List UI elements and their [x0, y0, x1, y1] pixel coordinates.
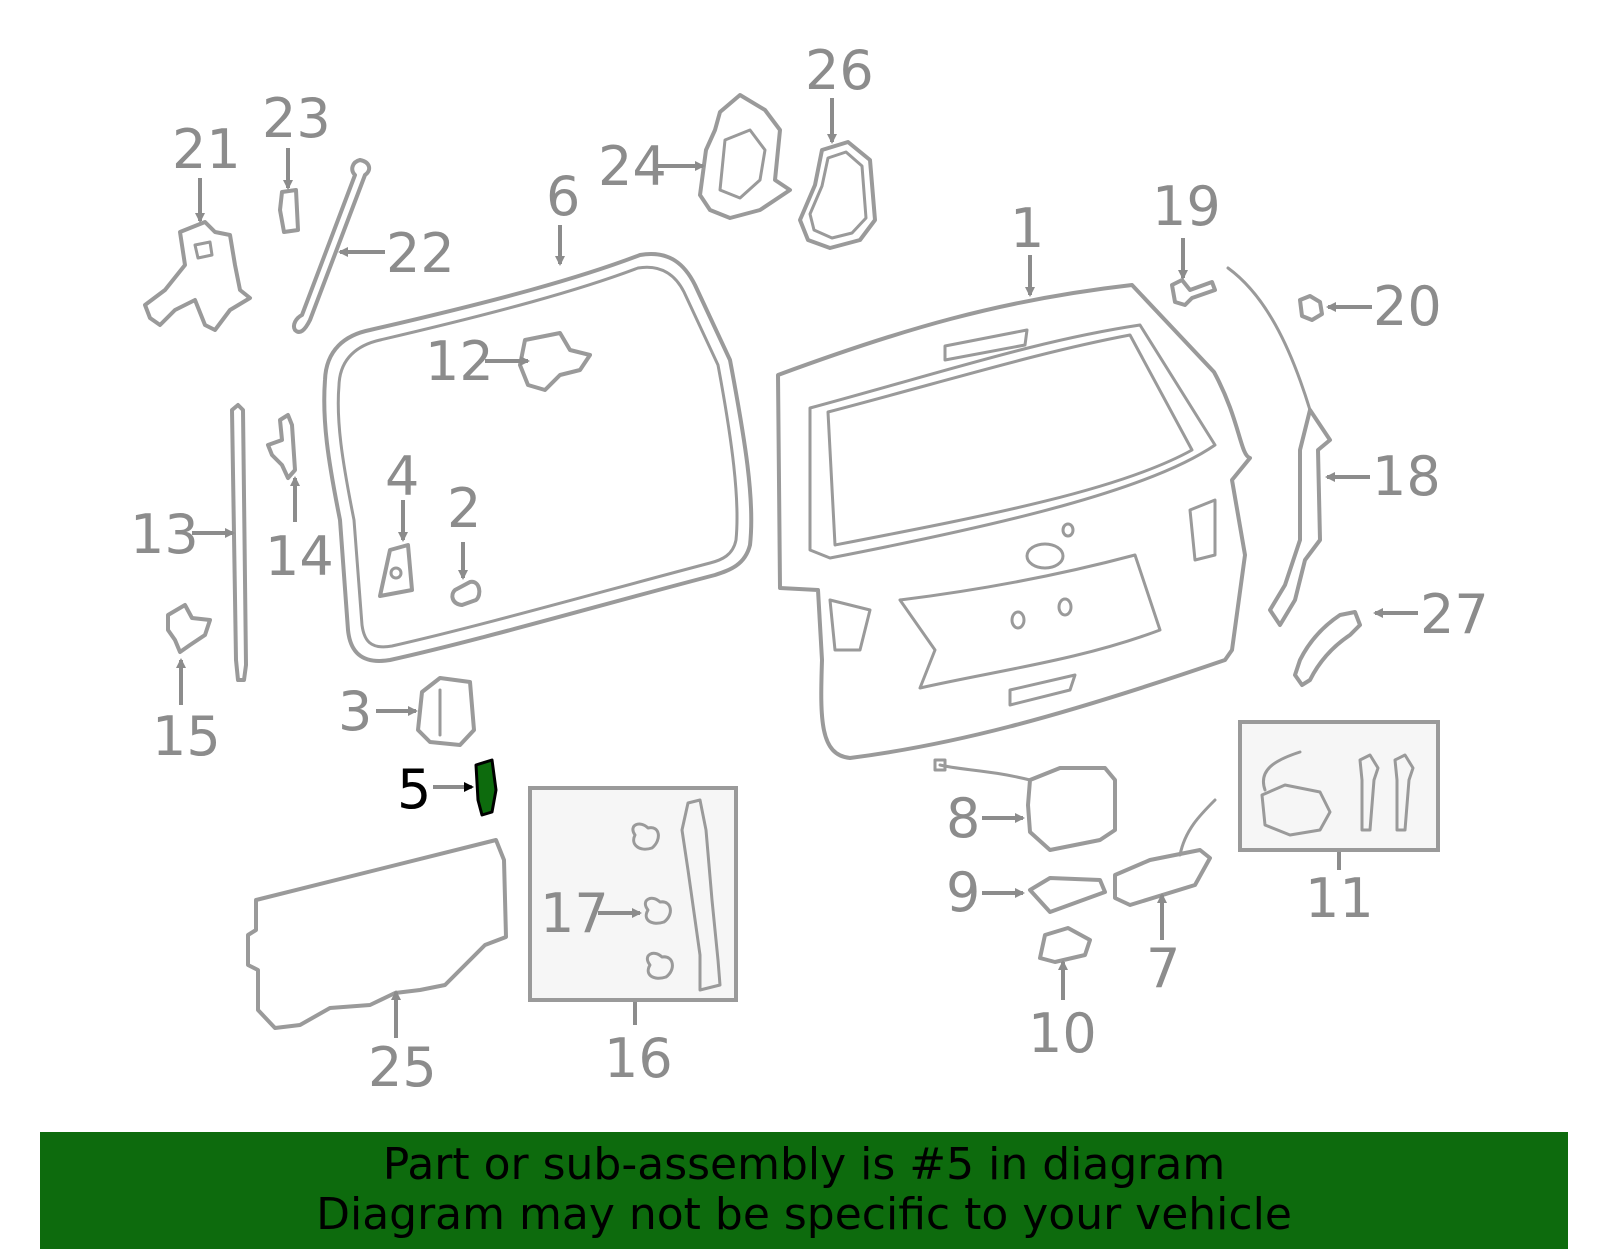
- callout-27: 27: [1420, 583, 1489, 646]
- part-5-highlighted: [474, 758, 498, 817]
- part-12: [518, 331, 592, 392]
- callout-4: 4: [385, 445, 419, 508]
- part-4: [378, 543, 414, 598]
- callout-16: 16: [604, 1027, 673, 1090]
- part-10: [1038, 926, 1092, 964]
- part-2: [450, 579, 482, 607]
- part-1-back-door: [776, 283, 1252, 760]
- callout-1: 1: [1010, 197, 1044, 260]
- callout-10: 10: [1028, 1002, 1097, 1065]
- part-20: [1298, 294, 1324, 322]
- part-27: [1293, 610, 1362, 687]
- callout-23: 23: [262, 87, 331, 150]
- callout-11: 11: [1305, 867, 1374, 930]
- callout-12: 12: [425, 330, 494, 393]
- part-19: [1170, 278, 1217, 307]
- banner-line-part: Part or sub-assembly is #5 in diagram: [382, 1139, 1226, 1190]
- part-15: [166, 603, 212, 654]
- callout-26: 26: [805, 39, 874, 102]
- part-13-strut: [230, 403, 248, 682]
- part-3: [416, 676, 476, 747]
- part-11-box: [1238, 720, 1440, 852]
- callout-6: 6: [546, 165, 580, 228]
- callout-21: 21: [172, 118, 241, 181]
- part-22-strut: [291, 158, 372, 334]
- callout-arrows: [176, 98, 1418, 1038]
- callout-3: 3: [338, 680, 372, 743]
- part-25-trim: [246, 838, 508, 1030]
- part-6-weatherstrip: [322, 252, 754, 663]
- part-21: [143, 220, 252, 332]
- part-18: [1226, 266, 1332, 627]
- callout-5: 5: [397, 758, 431, 821]
- callout-25: 25: [368, 1036, 437, 1099]
- callout-13: 13: [130, 503, 199, 566]
- callout-7: 7: [1146, 937, 1180, 1000]
- part-26: [798, 140, 877, 250]
- info-banner: Part or sub-assembly is #5 in diagram Di…: [40, 1132, 1568, 1249]
- callout-20: 20: [1373, 275, 1442, 338]
- part-7: [1113, 798, 1217, 907]
- part-8: [933, 758, 1117, 852]
- callout-17: 17: [540, 882, 609, 945]
- part-9: [1028, 876, 1107, 914]
- parts-diagram: 1 2 3 4 5 6 7 8 9 10 11 12 13 14 15 16 1…: [130, 39, 1489, 1099]
- callout-8: 8: [946, 787, 980, 850]
- callout-22: 22: [386, 222, 455, 285]
- callout-14: 14: [265, 525, 334, 588]
- part-24: [698, 93, 792, 220]
- callout-19: 19: [1152, 175, 1221, 238]
- callout-18: 18: [1372, 445, 1441, 508]
- part-14: [266, 413, 297, 480]
- callout-24: 24: [598, 135, 667, 198]
- callout-9: 9: [946, 861, 980, 924]
- part-16-box: [528, 786, 738, 1002]
- banner-line-disclaimer: Diagram may not be specific to your vehi…: [316, 1189, 1292, 1240]
- part-23: [278, 188, 300, 234]
- callout-2: 2: [447, 477, 481, 540]
- callout-15: 15: [152, 705, 221, 768]
